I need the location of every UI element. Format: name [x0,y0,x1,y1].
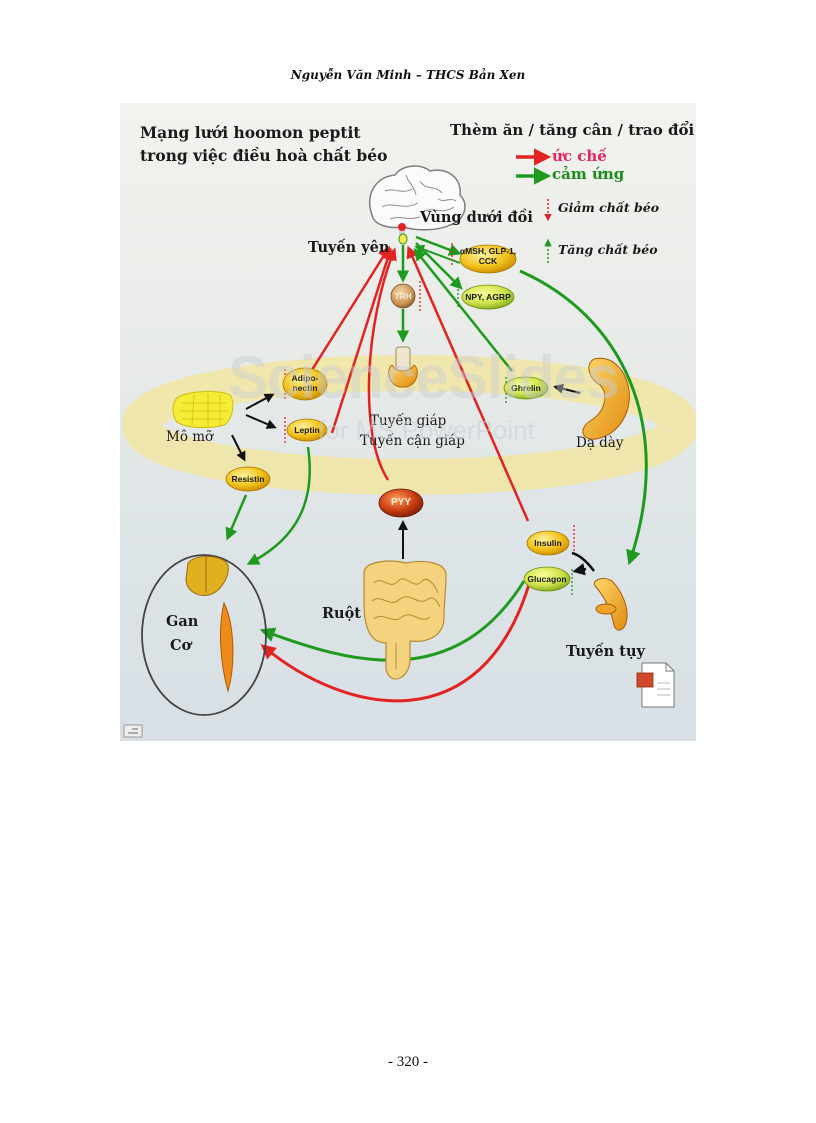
hormone-insulin [526,530,570,556]
hormone-pyy-label: PYY [390,497,411,508]
hormone-glucagon [523,566,571,592]
stomach-icon [582,357,630,440]
arrow-resistin-to-liver [225,494,248,541]
arrow-ghrelin-to-hypothalamus [413,248,513,372]
page-header: Nguyễn Văn Minh – THCS Bản Xen [290,68,526,82]
hormone-adiponectin [282,367,328,401]
arrow-adipose-to-resistin [231,434,246,462]
resize-icon [123,724,143,738]
hormone-glucagon-label: Glucagon [527,574,567,584]
arrow-pancreas-to-hormones [572,551,595,571]
thyroid-label: Tuyến giáp [370,413,447,429]
arrow-adipose-to-adiponectin [245,393,275,410]
arrow-leptin-to-liver [246,446,311,565]
adipose-tissue-icon [172,391,234,429]
diagram-canvas [122,148,696,738]
hormone-network-figure: Mạng lưới hoomon peptit trong việc điều … [120,103,696,741]
hormone-npy [461,284,515,310]
legend-decrease-label: Giảm chất béo [558,200,660,215]
hormone-leptin-label: Leptin [294,425,320,435]
hypothalamus-label: Vùng dưới đồi [420,209,533,226]
intestine-label: Ruột [322,605,361,622]
legend-inhibit-label: ức chế [552,147,607,165]
hormone-npy-label: NPY, AGRP [465,292,511,302]
liver-icon [185,556,229,596]
muscle-icon [220,601,234,693]
arrow-stomach-to-ghrelin [553,383,581,394]
pancreas-label: Tuyến tụy [566,643,645,660]
legend-increase-label: Tăng chất béo [558,242,658,257]
hormone-leptin [286,418,328,442]
muscle-label: Cơ [170,637,192,654]
hormone-trh-label: TRH [394,291,412,301]
arrow-hypothalamus-to-pancreas [519,269,648,566]
arrow-adipose-to-leptin [245,414,277,429]
hormone-pyy [378,488,424,518]
hormone-ghrelin [503,376,549,400]
hormone-resistin [225,466,271,492]
hormone-adiponectin-label: Adipo-nectin [291,373,319,393]
thyroid-icon [388,346,418,388]
document-icon [636,662,675,708]
figure-title-line2: trong việc điều hoà chất béo [140,146,388,165]
watermark-sub: for MS PowerPoint [318,415,535,445]
stomach-label: Dạ dày [576,435,624,451]
hormone-insulin-label: Insulin [534,538,562,548]
legend-heading: Thèm ăn / tăng cân / trao đổi chất [450,121,696,139]
hypothalamus-node [398,223,406,231]
hormone-ghrelin-label: Ghrelin [511,383,541,393]
hormone-amsh [459,244,517,274]
arrow-leptin-to-pituitary [330,247,394,434]
arrow-hypothalamus-to-amsh [415,235,462,256]
figure-title: Mạng lưới hoomon peptit trong việc điều … [140,121,387,167]
pancreas-icon [594,578,628,631]
intestine-icon [363,560,447,680]
page-number: - 320 - [388,1054,428,1070]
arrow-insulin-to-pituitary [406,245,530,522]
parathyroid-label: Tuyến cận giáp [360,433,465,449]
arrow-glucagon-to-liver-red [260,580,532,703]
watermark-main: ScienceSlides [228,344,620,411]
liver-label: Gan [166,613,199,630]
liver-muscle-circle [141,554,267,716]
hormone-amsh-label: αMSH, GLP-1, CCK [459,246,517,266]
pituitary-label: Tuyến yên [308,239,390,256]
legend-stimulate-label: cảm ứng [552,165,625,183]
arrow-pyy-to-pituitary [367,247,397,481]
arrow-adiponectin-to-pituitary [298,245,390,390]
hormone-resistin-label: Resistin [231,474,265,484]
pituitary-node [398,233,408,245]
hormone-trh [390,283,416,309]
figure-title-line1: Mạng lưới hoomon peptit [140,123,361,142]
adipose-label: Mô mỡ [166,429,214,445]
